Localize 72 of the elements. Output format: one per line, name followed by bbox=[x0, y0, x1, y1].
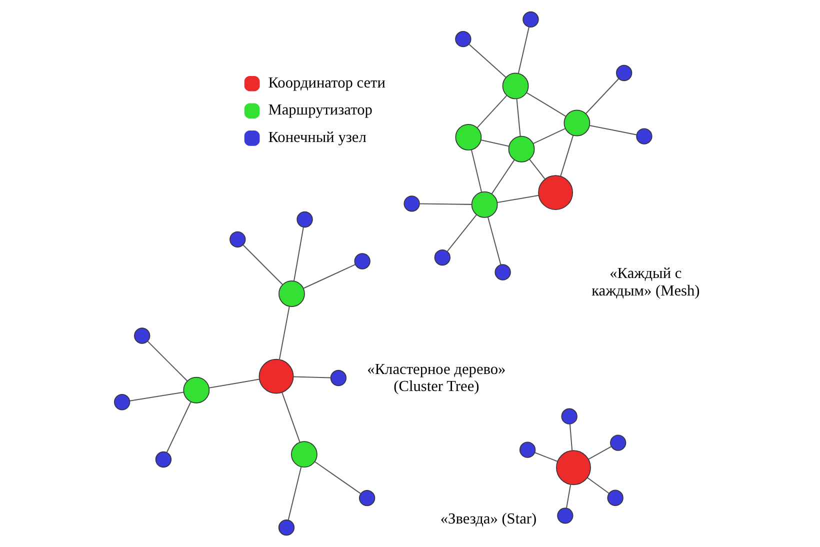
connector bbox=[281, 392, 300, 442]
connector bbox=[532, 128, 565, 144]
node-circle bbox=[556, 450, 590, 486]
node-circle bbox=[330, 370, 346, 386]
connector bbox=[560, 135, 574, 176]
node-circle bbox=[556, 508, 573, 524]
connector bbox=[517, 26, 530, 74]
connector bbox=[166, 402, 191, 453]
label: «Звезда» (Star) bbox=[440, 510, 536, 528]
node-circle bbox=[290, 441, 317, 468]
node-circle bbox=[610, 434, 626, 451]
node-circle bbox=[502, 72, 528, 100]
connector bbox=[480, 140, 509, 147]
label: «Кластерное дерево» (Cluster Tree) bbox=[366, 361, 506, 396]
connector bbox=[568, 424, 572, 451]
node-circle bbox=[636, 128, 652, 144]
connector bbox=[292, 227, 304, 282]
node-circle bbox=[508, 136, 534, 162]
node-circle bbox=[616, 64, 632, 82]
node-circle bbox=[278, 519, 294, 536]
node-circle bbox=[518, 442, 536, 458]
node-circle bbox=[454, 124, 482, 150]
node-circle bbox=[434, 249, 450, 266]
node-circle bbox=[358, 490, 375, 506]
connector bbox=[146, 340, 188, 382]
label: «Каждый с каждым» (Mesh) bbox=[591, 265, 700, 300]
node-circle bbox=[296, 211, 312, 228]
node-circle bbox=[403, 196, 420, 212]
connector bbox=[586, 477, 609, 494]
connector bbox=[534, 452, 558, 462]
legend-label: Координатор сети bbox=[268, 74, 385, 92]
connector bbox=[129, 392, 184, 402]
node-circle bbox=[134, 328, 150, 344]
connector bbox=[287, 466, 302, 520]
connector bbox=[446, 214, 476, 252]
node-circle bbox=[538, 175, 573, 210]
connector bbox=[589, 125, 636, 136]
node-circle bbox=[560, 408, 577, 424]
node-circle bbox=[606, 490, 623, 506]
connector bbox=[584, 78, 619, 114]
connector bbox=[468, 44, 506, 78]
connector bbox=[419, 203, 472, 205]
connector bbox=[314, 461, 361, 494]
legend-label: Конечный узел bbox=[268, 128, 366, 146]
node-circle bbox=[454, 30, 471, 48]
node-circle bbox=[229, 231, 246, 248]
node-circle bbox=[258, 358, 294, 394]
legend-label: Маршрутизатор bbox=[268, 102, 372, 119]
connector bbox=[526, 92, 566, 117]
node-circle bbox=[278, 280, 304, 307]
connector bbox=[476, 95, 507, 128]
connector bbox=[496, 194, 538, 203]
node-circle bbox=[563, 110, 590, 136]
node-circle bbox=[494, 264, 510, 280]
connector bbox=[278, 306, 290, 360]
node-circle bbox=[470, 191, 498, 218]
connector bbox=[588, 446, 611, 460]
connector bbox=[528, 158, 545, 180]
connector bbox=[302, 264, 355, 289]
connector bbox=[516, 98, 520, 136]
node-circle bbox=[354, 253, 370, 270]
connector bbox=[566, 484, 571, 508]
connector bbox=[490, 160, 514, 194]
connector bbox=[208, 378, 259, 388]
connector bbox=[470, 150, 482, 192]
node-circle bbox=[182, 376, 210, 404]
connector bbox=[486, 216, 501, 265]
node-circle bbox=[522, 11, 538, 28]
connector bbox=[293, 376, 330, 378]
connector bbox=[242, 244, 282, 285]
node-circle bbox=[154, 451, 172, 468]
node-circle bbox=[113, 394, 130, 410]
